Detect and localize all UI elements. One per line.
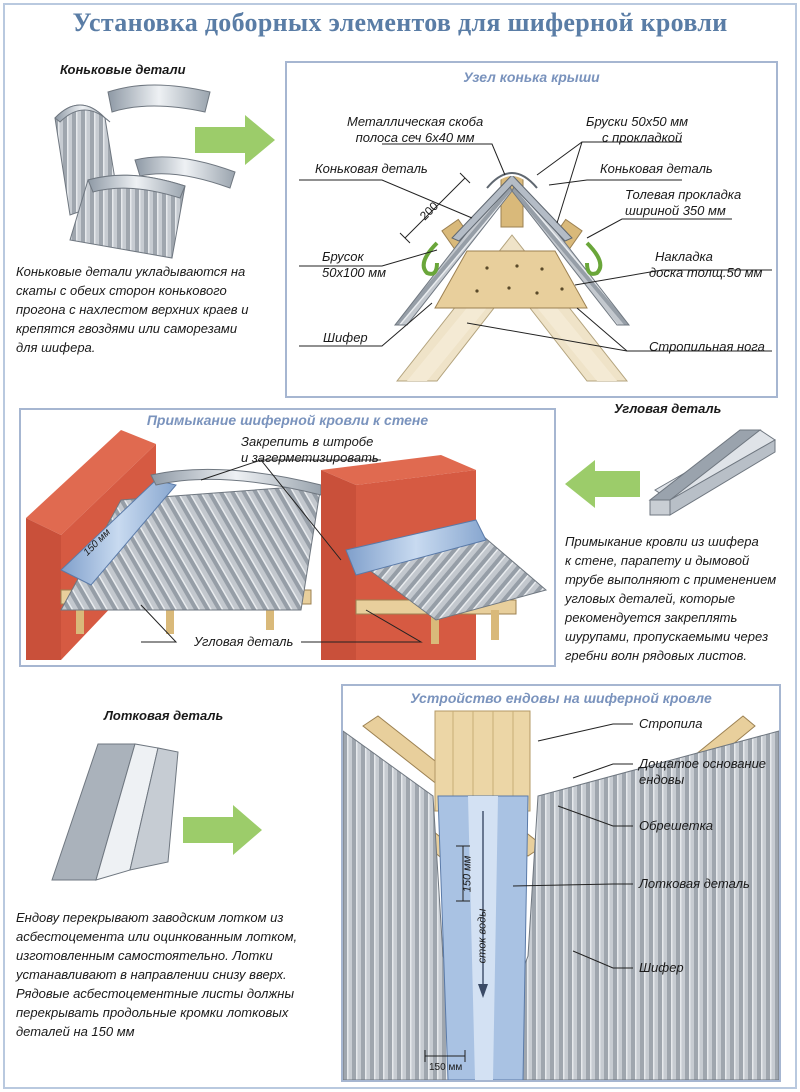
label-rafter: Стропильная нога	[649, 339, 765, 354]
ridge-node-diagram	[299, 141, 772, 382]
page-frame	[3, 3, 797, 1089]
label-valley-slate: Шифер	[639, 960, 684, 975]
flow-direction-label: сток воды	[476, 908, 489, 964]
wall-junction-title: Примыкание шиферной кровли к стене	[146, 412, 429, 428]
label-seal: Закрепить в штробе и загерметизировать	[241, 434, 379, 465]
wall-junction-panel: Примыкание шиферной кровли к стене	[19, 408, 556, 667]
valley-panel: Устройство ендовы на шиферной кровле	[341, 684, 781, 1082]
wall-junction-description: Примыкание кровли из шифера к стене, пар…	[565, 534, 777, 663]
label-valley-rafter: Стропила	[639, 716, 703, 731]
wall-junction-diagram	[26, 430, 548, 660]
label-lathing: Обрешетка	[639, 818, 713, 833]
label-valley-trough: Лотковая деталь	[639, 876, 750, 891]
label-tar: Толевая прокладка шириной 350 мм	[625, 187, 742, 218]
trough-detail-heading: Лотковая деталь	[104, 708, 224, 723]
label-ridge-right: Коньковая деталь	[600, 161, 713, 176]
label-bracket: Металлическая скоба полоса сеч 6х40 мм	[347, 114, 484, 145]
ridge-details-heading: Коньковые детали	[60, 62, 186, 77]
label-valley-base: Дощатое основание ендовы	[639, 756, 767, 787]
label-plank: Накладка доска толщ.50 мм	[649, 249, 763, 280]
label-bars: Бруски 50х50 мм с прокладкой	[586, 114, 689, 145]
label-corner-detail: Угловая деталь	[194, 634, 294, 649]
ridge-node-title: Узел конька крыши	[463, 69, 600, 85]
valley-dimension-150: 150 мм	[461, 855, 474, 893]
label-ridge-left: Коньковая деталь	[315, 161, 428, 176]
valley-title: Устройство ендовы на шиферной кровле	[410, 690, 712, 706]
corner-detail-heading: Угловая деталь	[614, 401, 722, 416]
valley-description: Ендову перекрывают заводским лотком из а…	[16, 910, 298, 1039]
label-beam: Брусок 50х100 мм	[322, 249, 387, 280]
ridge-node-panel: Узел конька крыши	[285, 61, 778, 398]
ridge-description: Коньковые детали укладываются на скаты с…	[16, 264, 249, 355]
valley-diagram	[343, 710, 779, 1080]
label-slate: Шифер	[323, 330, 368, 345]
valley-dimension-bottom: 150 мм	[429, 1062, 463, 1073]
page-title: Установка доборных элементов для шиферно…	[72, 8, 728, 37]
